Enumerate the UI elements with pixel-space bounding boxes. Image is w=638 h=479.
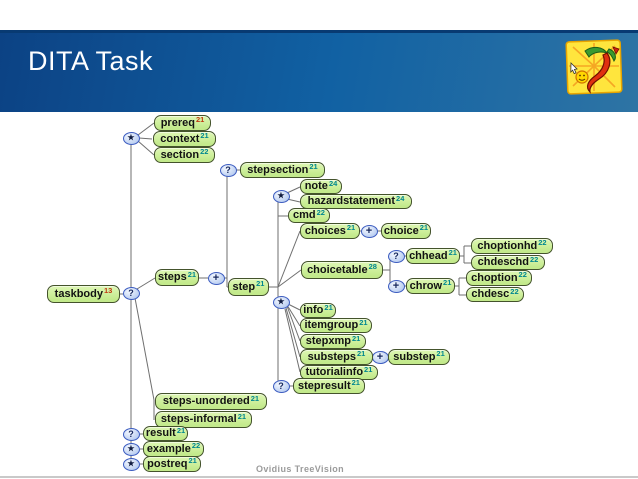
element-name: substeps [307, 350, 356, 363]
star-occurrence-icon[interactable]: ★ [122, 131, 140, 145]
element-name: steps-unordered [162, 395, 250, 407]
element-name: stepsection [247, 163, 309, 176]
question-occurrence-icon[interactable]: ? [122, 286, 140, 300]
star-occurrence-icon[interactable]: ★ [122, 442, 140, 456]
plus-occurrence-icon[interactable]: + [387, 279, 405, 293]
question-occurrence-icon[interactable]: ? [387, 249, 405, 263]
star-occurrence-icon[interactable]: ★ [272, 295, 290, 309]
element-name: section [160, 148, 200, 161]
star-occurrence-icon[interactable]: ★ [122, 457, 140, 471]
element-name: hazardstatement [307, 195, 396, 207]
element-name: context [160, 132, 200, 145]
element-name: choption [471, 271, 518, 284]
element-name: taskbody [54, 287, 103, 300]
plus-occurrence-icon[interactable]: + [207, 271, 225, 285]
question-occurrence-icon[interactable]: ? [122, 427, 140, 441]
element-name: steps [157, 271, 187, 283]
slide-bottom-rule [0, 476, 638, 478]
element-name: chdesc [471, 288, 510, 300]
element-name: choptionhd [477, 239, 538, 252]
element-name: chrow [409, 279, 443, 292]
plus-occurrence-icon[interactable]: + [371, 350, 389, 364]
star-occurrence-icon[interactable]: ★ [272, 189, 290, 203]
element-name: choicetable [307, 263, 368, 276]
element-name: step [232, 280, 256, 293]
element-name: chdeschd [477, 256, 529, 268]
element-name: postreq [147, 457, 188, 470]
element-name: tutorialinfo [305, 366, 364, 378]
element-name: itemgroup [304, 319, 359, 331]
page-title: DITA Task [28, 46, 154, 76]
question-occurrence-icon[interactable]: ? [219, 163, 237, 177]
element-name: stepresult [298, 379, 351, 392]
slide-title-bar: DITA Task [0, 30, 638, 112]
element-name: stepxmp [305, 335, 351, 347]
element-name: info [303, 304, 324, 316]
element-name: choice [383, 224, 419, 237]
element-name: example [146, 442, 191, 455]
plus-occurrence-icon[interactable]: + [360, 224, 378, 238]
treevision-watermark: Ovidius TreeVision [255, 464, 345, 474]
element-name: result [145, 427, 176, 439]
element-name: choices [304, 224, 346, 237]
element-name: cmd [293, 209, 316, 221]
element-name: chhead [409, 249, 448, 262]
jester-logo [565, 39, 623, 95]
element-name: note [304, 180, 328, 192]
element-name: steps-informal [160, 413, 237, 425]
question-occurrence-icon[interactable]: ? [272, 379, 290, 393]
element-name: substep [393, 350, 436, 363]
element-name: prereq [160, 116, 195, 129]
